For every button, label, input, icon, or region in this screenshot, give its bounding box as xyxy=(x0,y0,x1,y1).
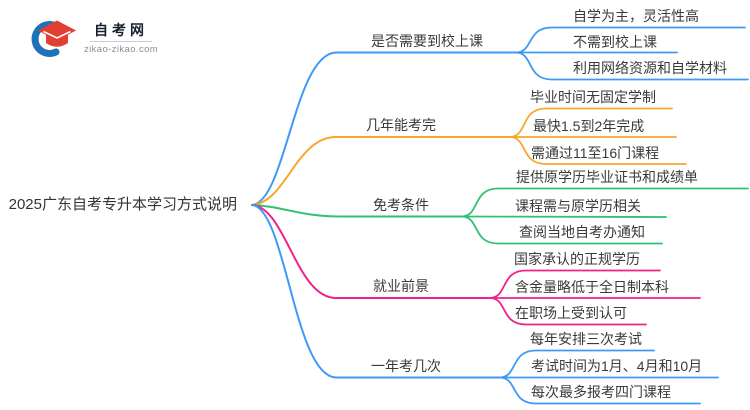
branch-4-child-3-wire xyxy=(489,297,647,326)
branch-3-leaf-1[interactable]: 提供原学历毕业证书和成绩单 xyxy=(516,169,698,185)
branch-3-child-2-wire xyxy=(461,215,667,218)
branch-3-child-1-wire xyxy=(461,187,749,218)
branch-4-wires xyxy=(251,204,701,326)
branch-5-topic[interactable]: 一年考几次 xyxy=(371,358,441,374)
branch-5-child-1-wire xyxy=(499,349,655,379)
branch-2-child-1-wire xyxy=(509,107,673,138)
branch-3-leaf-3[interactable]: 查阅当地自考办通知 xyxy=(519,224,645,240)
branch-1-main-curve xyxy=(251,51,517,206)
logo-title: 自考网 xyxy=(94,21,149,38)
branch-5-child-3-wire xyxy=(499,376,701,405)
branch-1-child-1-wire xyxy=(515,26,746,54)
branch-2-child-3-wire xyxy=(509,136,687,165)
branch-3-main-curve xyxy=(251,204,463,218)
branch-4-topic[interactable]: 就业前景 xyxy=(373,278,429,294)
branch-1-leaf-2[interactable]: 不需到校上课 xyxy=(573,34,657,50)
branch-5-leaf-1[interactable]: 每年安排三次考试 xyxy=(530,331,642,347)
branch-5-leaf-3[interactable]: 每次最多报考四门课程 xyxy=(531,384,671,400)
branch-1-topic[interactable]: 是否需要到校上课 xyxy=(371,33,483,49)
branch-4-leaf-1[interactable]: 国家承认的正规学历 xyxy=(514,251,640,267)
branch-3-leaf-2[interactable]: 课程需与原学历相关 xyxy=(515,198,641,214)
branch-5-leaf-2[interactable]: 考试时间为1月、4月和10月 xyxy=(531,358,703,374)
site-logo[interactable]: 自考网 zikao-zikao.com xyxy=(30,17,158,59)
logo-domain-url: zikao-zikao.com xyxy=(84,43,159,55)
root-topic[interactable]: 2025广东自考专升本学习方式说明 xyxy=(8,196,237,213)
branch-5-wires xyxy=(251,204,719,405)
branch-5-main-curve xyxy=(251,204,501,379)
branch-4-leaf-2[interactable]: 含金量略低于全日制本科 xyxy=(515,279,669,295)
branch-2-wires xyxy=(251,107,687,206)
branch-2-leaf-2[interactable]: 最快1.5到2年完成 xyxy=(533,118,645,134)
branch-1-child-3-wire xyxy=(515,51,749,81)
branch-1-wires xyxy=(251,26,749,206)
branch-4-child-1-wire xyxy=(489,269,661,299)
branch-1-leaf-3[interactable]: 利用网络资源和自学材料 xyxy=(573,60,727,76)
branch-1-leaf-1[interactable]: 自学为主，灵活性高 xyxy=(573,8,699,24)
branch-3-topic[interactable]: 免考条件 xyxy=(373,197,429,213)
graduation-cap-icon xyxy=(31,20,76,57)
branch-4-leaf-3[interactable]: 在职场上受到认可 xyxy=(515,305,627,321)
branch-2-topic[interactable]: 几年能考完 xyxy=(366,117,436,133)
branch-3-child-3-wire xyxy=(461,215,663,245)
branch-2-leaf-1[interactable]: 毕业时间无固定学制 xyxy=(530,89,656,105)
logo-divider xyxy=(90,40,153,42)
branch-2-main-curve xyxy=(251,136,511,206)
branch-3-wires xyxy=(251,187,749,245)
branch-4-main-curve xyxy=(251,204,491,299)
branch-2-leaf-3[interactable]: 需通过11至16门课程 xyxy=(531,145,660,161)
